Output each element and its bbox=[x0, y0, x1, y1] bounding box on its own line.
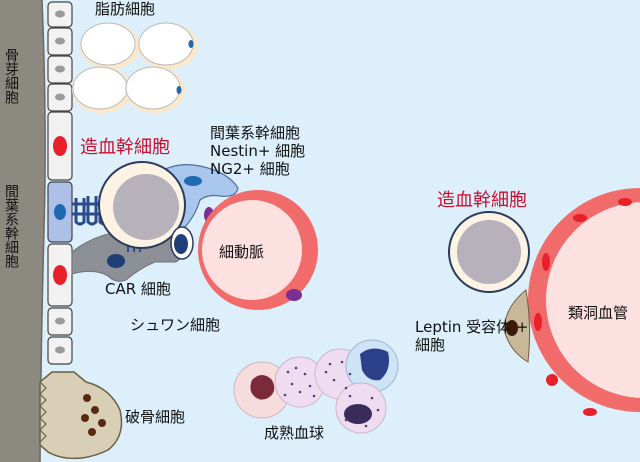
adipocyte-label: 脂肪細胞 bbox=[95, 0, 156, 18]
hematopoietic-stem-cell-icon-right bbox=[448, 211, 530, 293]
msc-label-line3: NG2+ 細胞 bbox=[210, 160, 290, 178]
msc-label-line1: 間葉系幹細胞 bbox=[210, 124, 301, 142]
adipocyte-icon bbox=[72, 22, 198, 113]
osteoclast-icon bbox=[39, 371, 123, 460]
hematopoietic-stem-cell-icon bbox=[98, 161, 186, 249]
leptin-label-line2: 細胞 bbox=[415, 336, 446, 354]
arteriole-icon bbox=[198, 190, 318, 310]
osteoblast-icon bbox=[47, 1, 73, 365]
blood-cell-icon bbox=[233, 339, 399, 434]
msc-label-line2: Nestin+ 細胞 bbox=[210, 142, 306, 160]
leptin-label-line1: Leptin 受容体 + bbox=[415, 318, 529, 336]
hsc-right-label: 造血幹細胞 bbox=[437, 190, 527, 211]
arteriole-label: 細動脈 bbox=[219, 243, 265, 261]
schwann-cell-label: シュワン細胞 bbox=[130, 316, 221, 334]
osteoblast-label: 骨芽細胞 bbox=[3, 48, 19, 104]
msc-vertical-label: 間葉系幹細胞 bbox=[3, 184, 19, 268]
car-cell-label: CAR 細胞 bbox=[105, 280, 171, 298]
osteoclast-label: 破骨細胞 bbox=[125, 408, 186, 426]
mature-blood-label: 成熟血球 bbox=[264, 424, 325, 442]
hsc-left-label: 造血幹細胞 bbox=[80, 137, 170, 158]
sinusoid-icon bbox=[528, 188, 640, 416]
sinusoid-label: 類洞血管 bbox=[568, 304, 629, 322]
leptin-receptor-cell-icon bbox=[503, 289, 531, 363]
schwann-cell-icon bbox=[170, 226, 194, 260]
